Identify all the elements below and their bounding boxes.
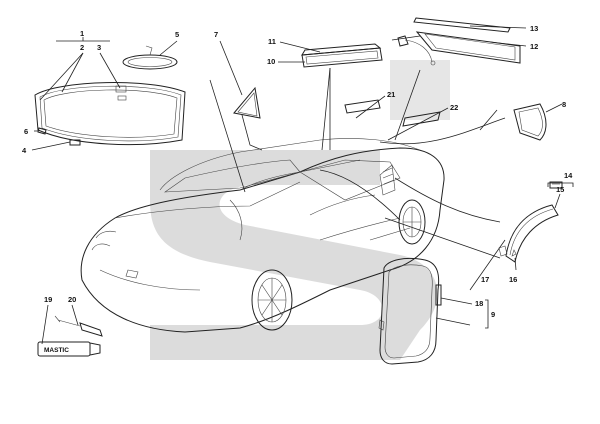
rear-view-mirror: [122, 45, 178, 70]
callout-10: 10: [267, 57, 275, 66]
tube-label: MASTIC: [44, 347, 69, 354]
door-seal: [378, 257, 442, 365]
leader-lines: [31, 25, 574, 345]
applicator-gun: [54, 315, 103, 337]
callout-17: 17: [481, 275, 489, 284]
small-clips: [37, 127, 81, 146]
side-intake: [379, 164, 396, 196]
callout-7: 7: [214, 30, 218, 39]
callout-9: 9: [491, 310, 495, 319]
windscreen-assembly: [34, 82, 186, 146]
callout-6: 6: [24, 127, 28, 136]
front-wheel: [251, 269, 293, 331]
callout-22: 22: [450, 103, 458, 112]
rear-wheel: [398, 199, 426, 245]
callout-2: 2: [80, 43, 84, 52]
callout-5: 5: [175, 30, 179, 39]
callout-1: 1: [80, 29, 84, 38]
callout-3: 3: [97, 43, 101, 52]
pillar-trim: [498, 181, 563, 263]
callout-15: 15: [556, 185, 564, 194]
callout-14: 14: [564, 171, 573, 180]
watermark-shape: [150, 60, 450, 360]
side-window: [513, 103, 547, 141]
car-body: [80, 138, 445, 333]
callout-12: 12: [530, 42, 538, 51]
callout-4: 4: [22, 146, 27, 155]
engine-cover-glass: [301, 43, 383, 68]
callout-labels: 1 2 3 4 5 6 7 8 9 10 11 12 13 14 15 16 1…: [22, 24, 573, 319]
callout-11: 11: [268, 37, 276, 46]
callout-8: 8: [562, 100, 566, 109]
quarter-window: [233, 86, 261, 119]
callout-20: 20: [68, 295, 76, 304]
callout-18: 18: [475, 299, 483, 308]
callout-16: 16: [509, 275, 517, 284]
callout-19: 19: [44, 295, 52, 304]
glass-strips: [344, 99, 441, 127]
callout-21: 21: [387, 90, 395, 99]
callout-13: 13: [530, 24, 538, 33]
sealant-tube: MASTIC: [37, 341, 101, 357]
rear-window: [397, 17, 521, 66]
